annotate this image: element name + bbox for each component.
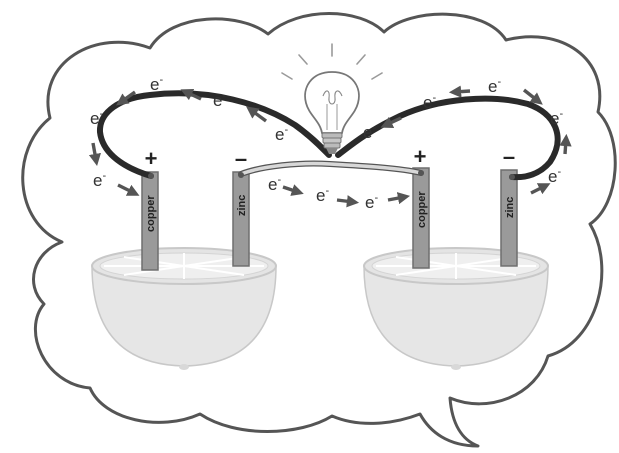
electron-label: e-	[550, 108, 563, 128]
electron-label: e-	[213, 90, 226, 110]
electron-labels: e- e- e- e- e- e- e- e- e- e- e- e- e-	[90, 74, 563, 212]
electron-flow-arrow-icon	[282, 184, 304, 196]
electron-flow-arrow-icon	[530, 183, 551, 195]
electron-label: e-	[423, 92, 436, 112]
positive-sign-left: +	[145, 146, 158, 171]
negative-sign-left: –	[235, 146, 247, 171]
copper-label-left: copper	[145, 195, 157, 232]
electron-label: e-	[548, 166, 561, 186]
electron-label: e-	[488, 76, 501, 96]
copper-strip-right: copper	[412, 167, 430, 269]
electron-flow-arrow-icon	[246, 106, 268, 123]
zinc-label-right: zinc	[504, 197, 516, 218]
electron-label: e-	[93, 170, 106, 190]
electron-flow-arrow-icon	[387, 192, 411, 205]
electron-label: e-	[316, 185, 329, 205]
zinc-label-left: zinc	[236, 195, 248, 216]
electron-flow-arrow-icon	[88, 142, 101, 167]
electron-flow-arrow-icon	[559, 133, 572, 155]
zinc-strip-right: zinc	[500, 169, 518, 267]
zinc-strip-left: zinc	[232, 171, 250, 267]
electron-label: e-	[365, 192, 378, 212]
electron-flow-arrows	[88, 85, 572, 208]
electron-flow-arrow-icon	[180, 89, 202, 101]
electron-label: e-	[150, 74, 163, 94]
electron-label: e-	[90, 108, 103, 128]
connector-wire	[238, 160, 424, 178]
light-bulb-icon	[281, 43, 383, 154]
positive-sign-right: +	[414, 144, 427, 169]
main-circuit-wire	[97, 90, 561, 181]
copper-label-right: copper	[416, 191, 428, 228]
negative-sign-right: –	[503, 144, 515, 169]
electron-flow-arrow-icon	[336, 195, 360, 208]
electron-flow-arrow-icon	[116, 90, 136, 106]
electron-label: e-	[363, 122, 376, 142]
electron-flow-arrow-icon	[380, 116, 402, 128]
electron-label: e-	[268, 174, 281, 194]
copper-strip-left: copper	[141, 171, 159, 271]
electron-label: e-	[275, 124, 288, 144]
electron-flow-arrow-icon	[117, 183, 140, 196]
electron-flow-arrow-icon	[522, 88, 543, 105]
electron-flow-arrow-icon	[448, 85, 471, 98]
